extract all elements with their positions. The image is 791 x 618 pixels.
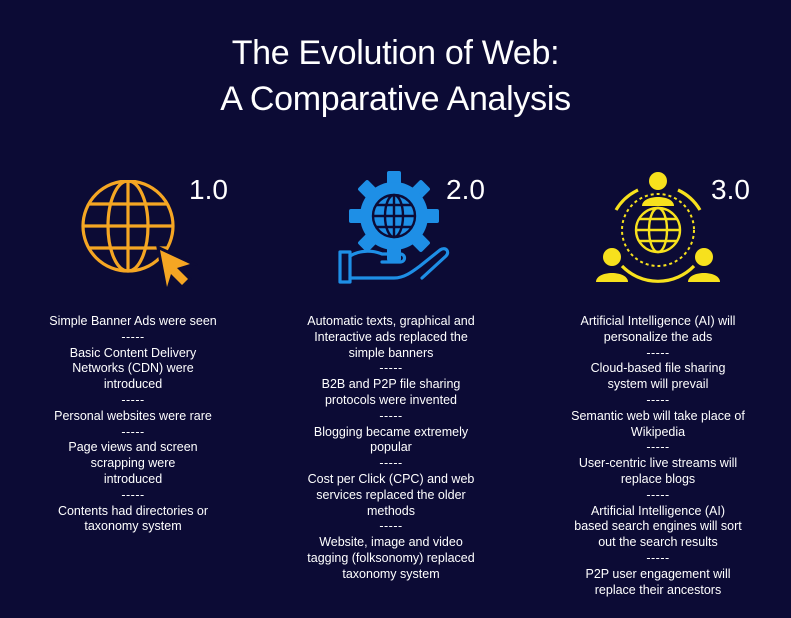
web3-features-list: Artificial Intelligence (AI) will person… [533, 314, 783, 598]
separator: ----- [379, 456, 403, 471]
separator: ----- [379, 361, 403, 376]
version-label-3: 3.0 [711, 174, 750, 205]
list-item: Website, image and video tagging (folkso… [307, 535, 475, 581]
version-label-1: 1.0 [189, 174, 228, 205]
separator: ----- [646, 345, 670, 360]
separator: ----- [121, 329, 145, 344]
page-title-line-2: A Comparative Analysis [220, 80, 571, 118]
users-network-globe-icon [596, 172, 720, 283]
separator: ----- [646, 550, 670, 565]
list-item: Artificial Intelligence (AI) based searc… [574, 503, 742, 550]
separator: ----- [121, 424, 145, 439]
separator: ----- [121, 487, 145, 502]
list-item: P2P user engagement will replace their a… [585, 566, 731, 597]
list-item: Page views and screen scrapping were int… [68, 440, 198, 486]
list-item: Semantic web will take place of Wikipedi… [571, 408, 745, 439]
separator: ----- [646, 392, 670, 407]
page-title-line-1: The Evolution of Web: [231, 34, 560, 72]
hand-gear-globe-icon [338, 171, 450, 284]
list-item: Automatic texts, graphical and Interacti… [307, 314, 475, 360]
separator: ----- [646, 440, 670, 455]
list-item: Personal websites were rare [54, 408, 212, 423]
list-item: Cloud-based file sharing system will pre… [590, 361, 726, 392]
list-item: B2B and P2P file sharing protocols were … [321, 377, 461, 407]
list-item: Simple Banner Ads were seen [49, 314, 217, 328]
version-label-2: 2.0 [446, 174, 485, 205]
list-item: Contents had directories or taxonomy sys… [57, 503, 209, 534]
web1-features-list: Simple Banner Ads were seen ----- Basic … [8, 314, 258, 535]
separator: ----- [379, 408, 403, 423]
separator: ----- [379, 519, 403, 534]
separator: ----- [121, 392, 145, 407]
web2-features-list: Automatic texts, graphical and Interacti… [266, 314, 516, 583]
separator: ----- [646, 487, 670, 502]
list-item: Basic Content Delivery Networks (CDN) we… [69, 345, 197, 392]
list-item: Cost per Click (CPC) and web services re… [307, 471, 475, 518]
globe-cursor-icon [81, 180, 198, 290]
list-item: Blogging became extremely popular [313, 424, 469, 455]
list-item: Artificial Intelligence (AI) will person… [580, 314, 736, 344]
list-item: User-centric live streams will replace b… [578, 456, 738, 486]
